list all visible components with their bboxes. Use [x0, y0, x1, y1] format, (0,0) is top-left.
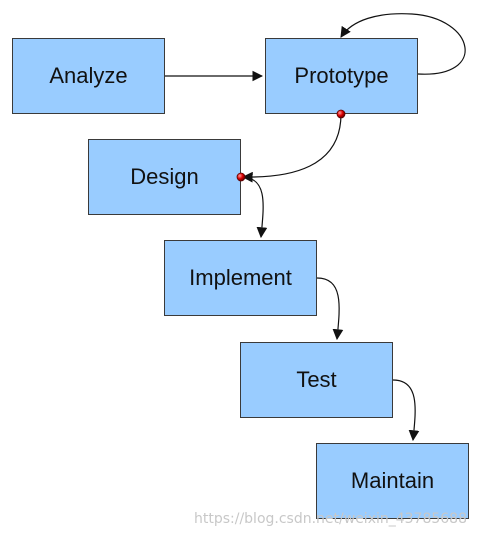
node-maintain[interactable]: Maintain — [316, 443, 469, 519]
node-prototype-label: Prototype — [294, 63, 389, 88]
node-analyze[interactable]: Analyze — [12, 38, 165, 114]
node-maintain-label: Maintain — [350, 468, 435, 493]
node-implement[interactable]: Implement — [164, 240, 317, 316]
node-analyze-label: Analyze — [49, 63, 128, 88]
node-implement-label: Implement — [189, 265, 292, 290]
node-design-label: Design — [130, 164, 199, 189]
node-test-label: Test — [296, 367, 337, 392]
edge-prototype-self-loop — [340, 13, 466, 75]
node-prototype[interactable]: Prototype — [265, 38, 418, 114]
watermark: https://blog.csdn.net/weixin_43785688 — [193, 511, 467, 527]
edge-implement-to-test — [316, 277, 344, 341]
node-design[interactable]: Design — [88, 139, 241, 215]
edge-prototype-to-design — [241, 113, 342, 183]
node-test[interactable]: Test — [240, 342, 393, 418]
edge-design-to-implement — [240, 176, 268, 239]
edge-test-to-maintain — [392, 379, 420, 442]
